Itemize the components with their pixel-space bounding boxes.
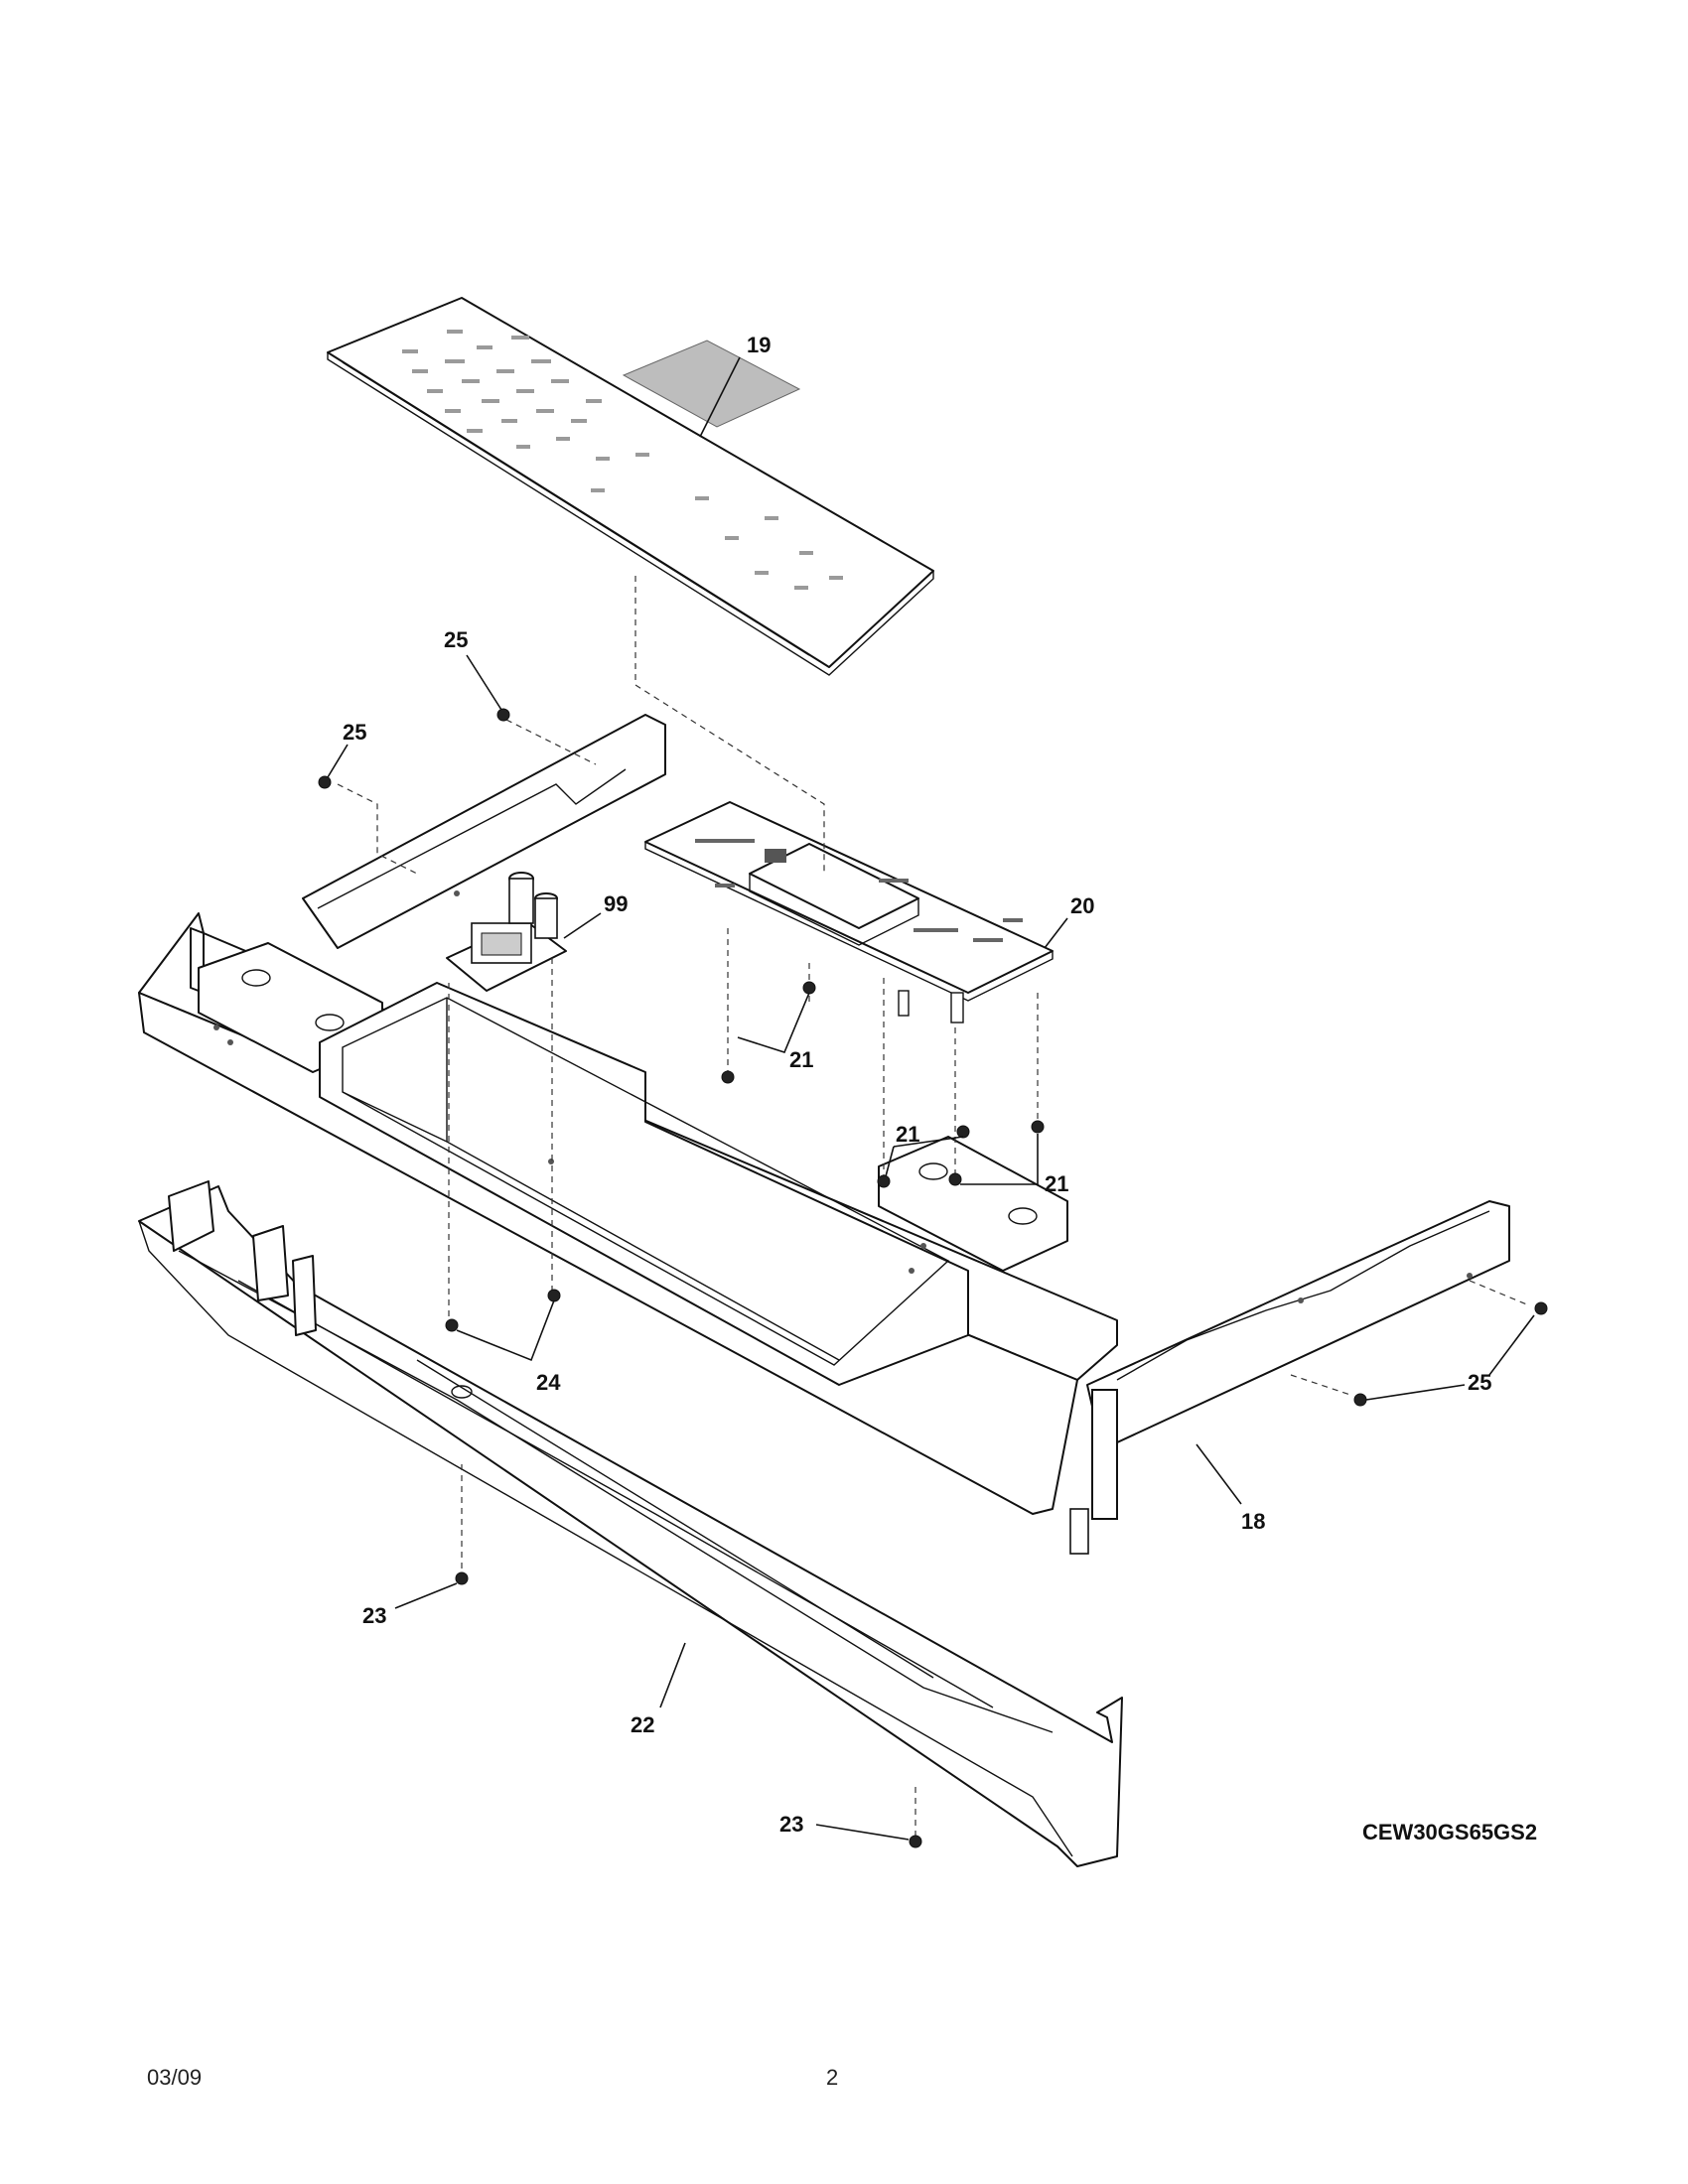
callout-22: 22 [631, 1712, 654, 1737]
footer-page-number: 2 [826, 2065, 839, 2090]
control-glass-panel [327, 297, 934, 676]
screw-21-e [1031, 1120, 1045, 1134]
callout-23-lower: 23 [779, 1812, 803, 1837]
lower-trim [138, 1180, 1123, 1867]
screw-24-b [547, 1289, 561, 1302]
control-circuit-board [644, 801, 1054, 1024]
screw-21-d [877, 1174, 891, 1188]
callout-18: 18 [1241, 1509, 1265, 1534]
model-number: CEW30GS65GS2 [1362, 1820, 1537, 1844]
callout-24: 24 [536, 1370, 561, 1395]
callout-21-c: 21 [1045, 1171, 1068, 1196]
screw-21-f [948, 1172, 962, 1186]
screw-21-b [721, 1070, 735, 1084]
screw-21-c [956, 1125, 970, 1139]
callout-19: 19 [747, 333, 771, 357]
screws [318, 708, 1548, 1848]
callout-25-right: 25 [1468, 1370, 1491, 1395]
screw-25-left [318, 775, 332, 789]
callout-20: 20 [1070, 893, 1094, 918]
control-panel-housing [138, 714, 1510, 1555]
callout-23-upper: 23 [362, 1603, 386, 1628]
assembly-lines [337, 576, 1530, 1837]
screw-23-lower [909, 1835, 922, 1848]
screw-24-a [445, 1318, 459, 1332]
screw-21-a [802, 981, 816, 995]
footer-date: 03/09 [147, 2065, 203, 2090]
callout-99: 99 [604, 891, 628, 916]
callout-25-upper: 25 [444, 627, 468, 652]
callout-21-b: 21 [896, 1122, 919, 1147]
leader-lines [327, 356, 1535, 1841]
screw-25-right-lower [1353, 1393, 1367, 1407]
callout-21-a: 21 [789, 1047, 813, 1072]
screw-25-right-upper [1534, 1301, 1548, 1315]
transformer-board [446, 872, 567, 992]
callout-25-left: 25 [343, 720, 366, 745]
screw-23-upper [455, 1571, 469, 1585]
screw-25-upper [496, 708, 510, 722]
